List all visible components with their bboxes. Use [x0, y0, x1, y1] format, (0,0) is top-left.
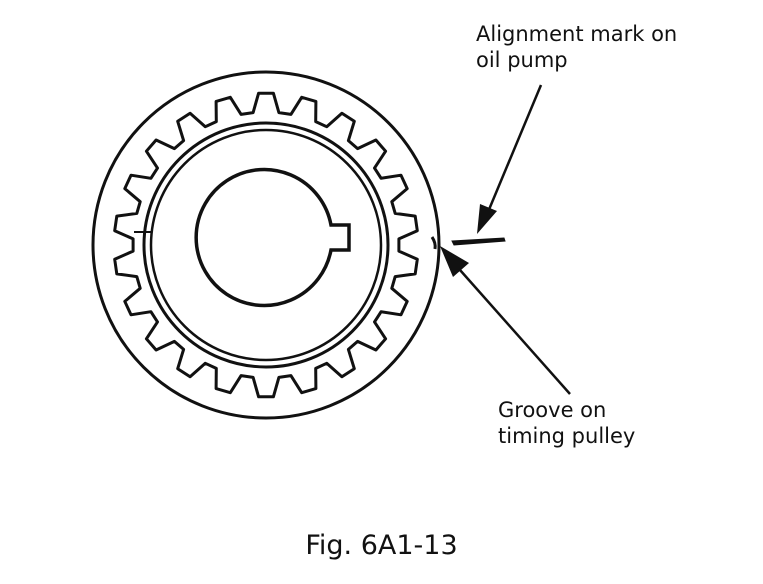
groove-on-timing-pulley [430, 236, 437, 250]
alignment-mark-on-oil-pump [451, 237, 506, 246]
keyed-bore [194, 167, 351, 308]
groove-leader-arrowhead [440, 246, 469, 277]
groove-label-line-1: Groove on [498, 398, 607, 422]
groove-label: Groove on timing pulley [498, 397, 635, 449]
figure-caption: Fig. 6A1-13 [305, 530, 458, 561]
pulley-hub-inner-ring [149, 128, 383, 362]
oil-pump-housing-outline [91, 70, 441, 420]
groove-label-line-2: timing pulley [498, 424, 636, 448]
alignment-leader-line [486, 84, 543, 213]
alignment-mark-label-line-1: Alignment mark on [476, 22, 678, 46]
alignment-mark-label-line-2: oil pump [476, 48, 568, 72]
pulley-hub-outer-ring [142, 121, 390, 369]
alignment-mark-label: Alignment mark on oil pump [476, 21, 677, 73]
alignment-leader-arrowhead [477, 204, 497, 234]
groove-leader-line [459, 269, 571, 395]
timing-pulley-teeth [113, 91, 419, 399]
